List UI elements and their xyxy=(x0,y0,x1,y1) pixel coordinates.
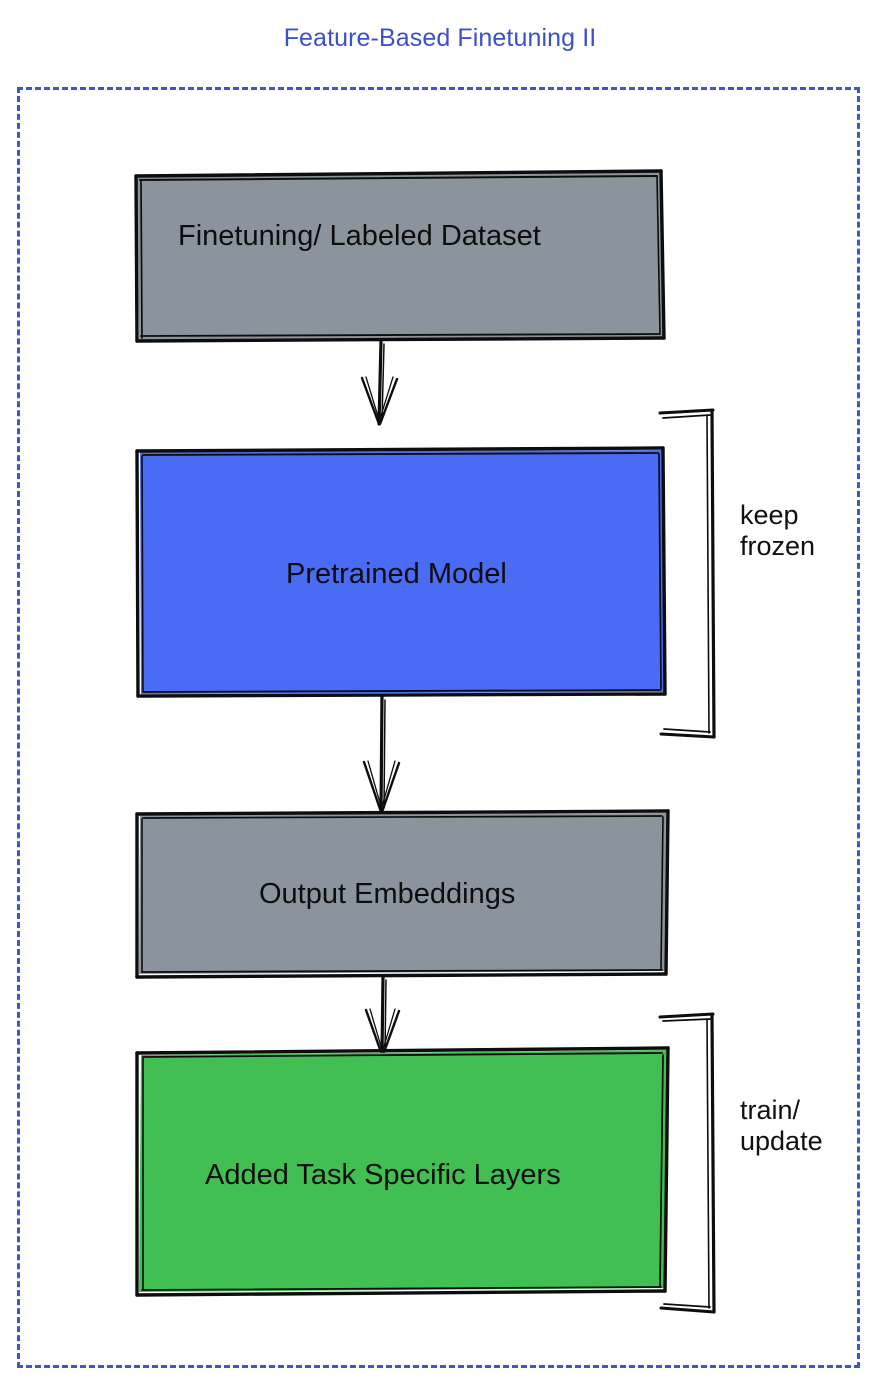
node-dataset[interactable] xyxy=(137,171,665,341)
page-title: Feature-Based Finetuning II xyxy=(283,24,597,52)
node-label-dataset: Finetuning/ Labeled Dataset xyxy=(178,220,541,252)
annotation-train-update: train/ update xyxy=(740,1095,823,1157)
node-output-embeddings[interactable] xyxy=(137,811,668,977)
node-pretrained-model[interactable] xyxy=(137,448,665,696)
node-task-layers[interactable] xyxy=(137,1048,668,1295)
node-label-pretrained-model: Pretrained Model xyxy=(286,558,507,590)
node-label-task-layers: Added Task Specific Layers xyxy=(205,1159,561,1191)
node-label-output-embeddings: Output Embeddings xyxy=(259,878,516,910)
annotation-keep-frozen: keep frozen xyxy=(740,500,816,562)
dashed-container-frame xyxy=(17,87,860,1368)
